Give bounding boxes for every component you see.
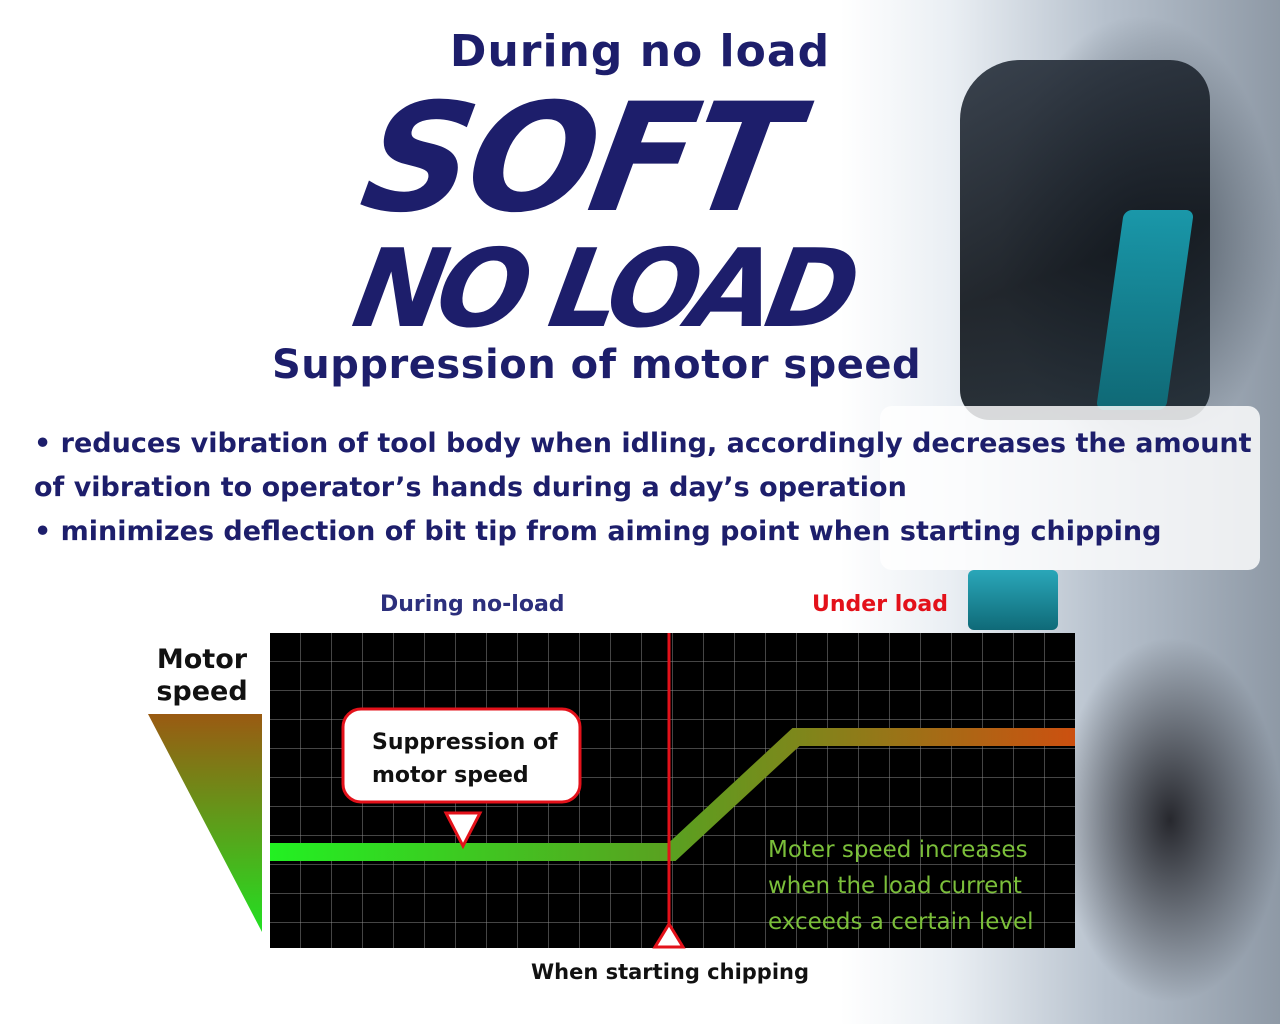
start-chipping-arrow-icon [652,921,686,949]
heading-during-no-load: During no load [449,26,831,77]
axis-label-motor-speed: Motor speed [156,644,248,707]
note-line: exceeds a certain level [768,909,1034,935]
bullet-line: • minimizes deflection of bit tip from a… [34,516,1162,547]
note-line: Moter speed increases [768,837,1028,863]
feature-bullets: • reduces vibration of tool body when id… [34,422,1264,554]
tool-shaft-shape [968,570,1058,630]
motor-speed-line [270,728,1075,861]
callout-text: Suppression of motor speed [372,726,558,792]
load-current-note: Moter speed increases when the load curr… [768,832,1034,940]
text-backdrop-panel [880,406,1260,570]
label-when-starting-chipping: When starting chipping [530,960,810,984]
bullet-line: • reduces vibration of tool body when id… [34,428,1252,459]
callout-line: Suppression of [372,730,558,755]
callout-pointer-icon [443,811,483,850]
speed-scale-triangle [148,714,262,932]
callout-box [341,707,582,804]
phase-label-no-load: During no-load [380,592,565,617]
phase-label-under-load: Under load [812,592,948,617]
callout-line: motor speed [372,763,529,788]
heading-subtitle: Suppression of motor speed [272,342,922,388]
note-line: when the load current [768,873,1022,899]
bullet-line: of vibration to operator’s hands during … [34,472,907,503]
